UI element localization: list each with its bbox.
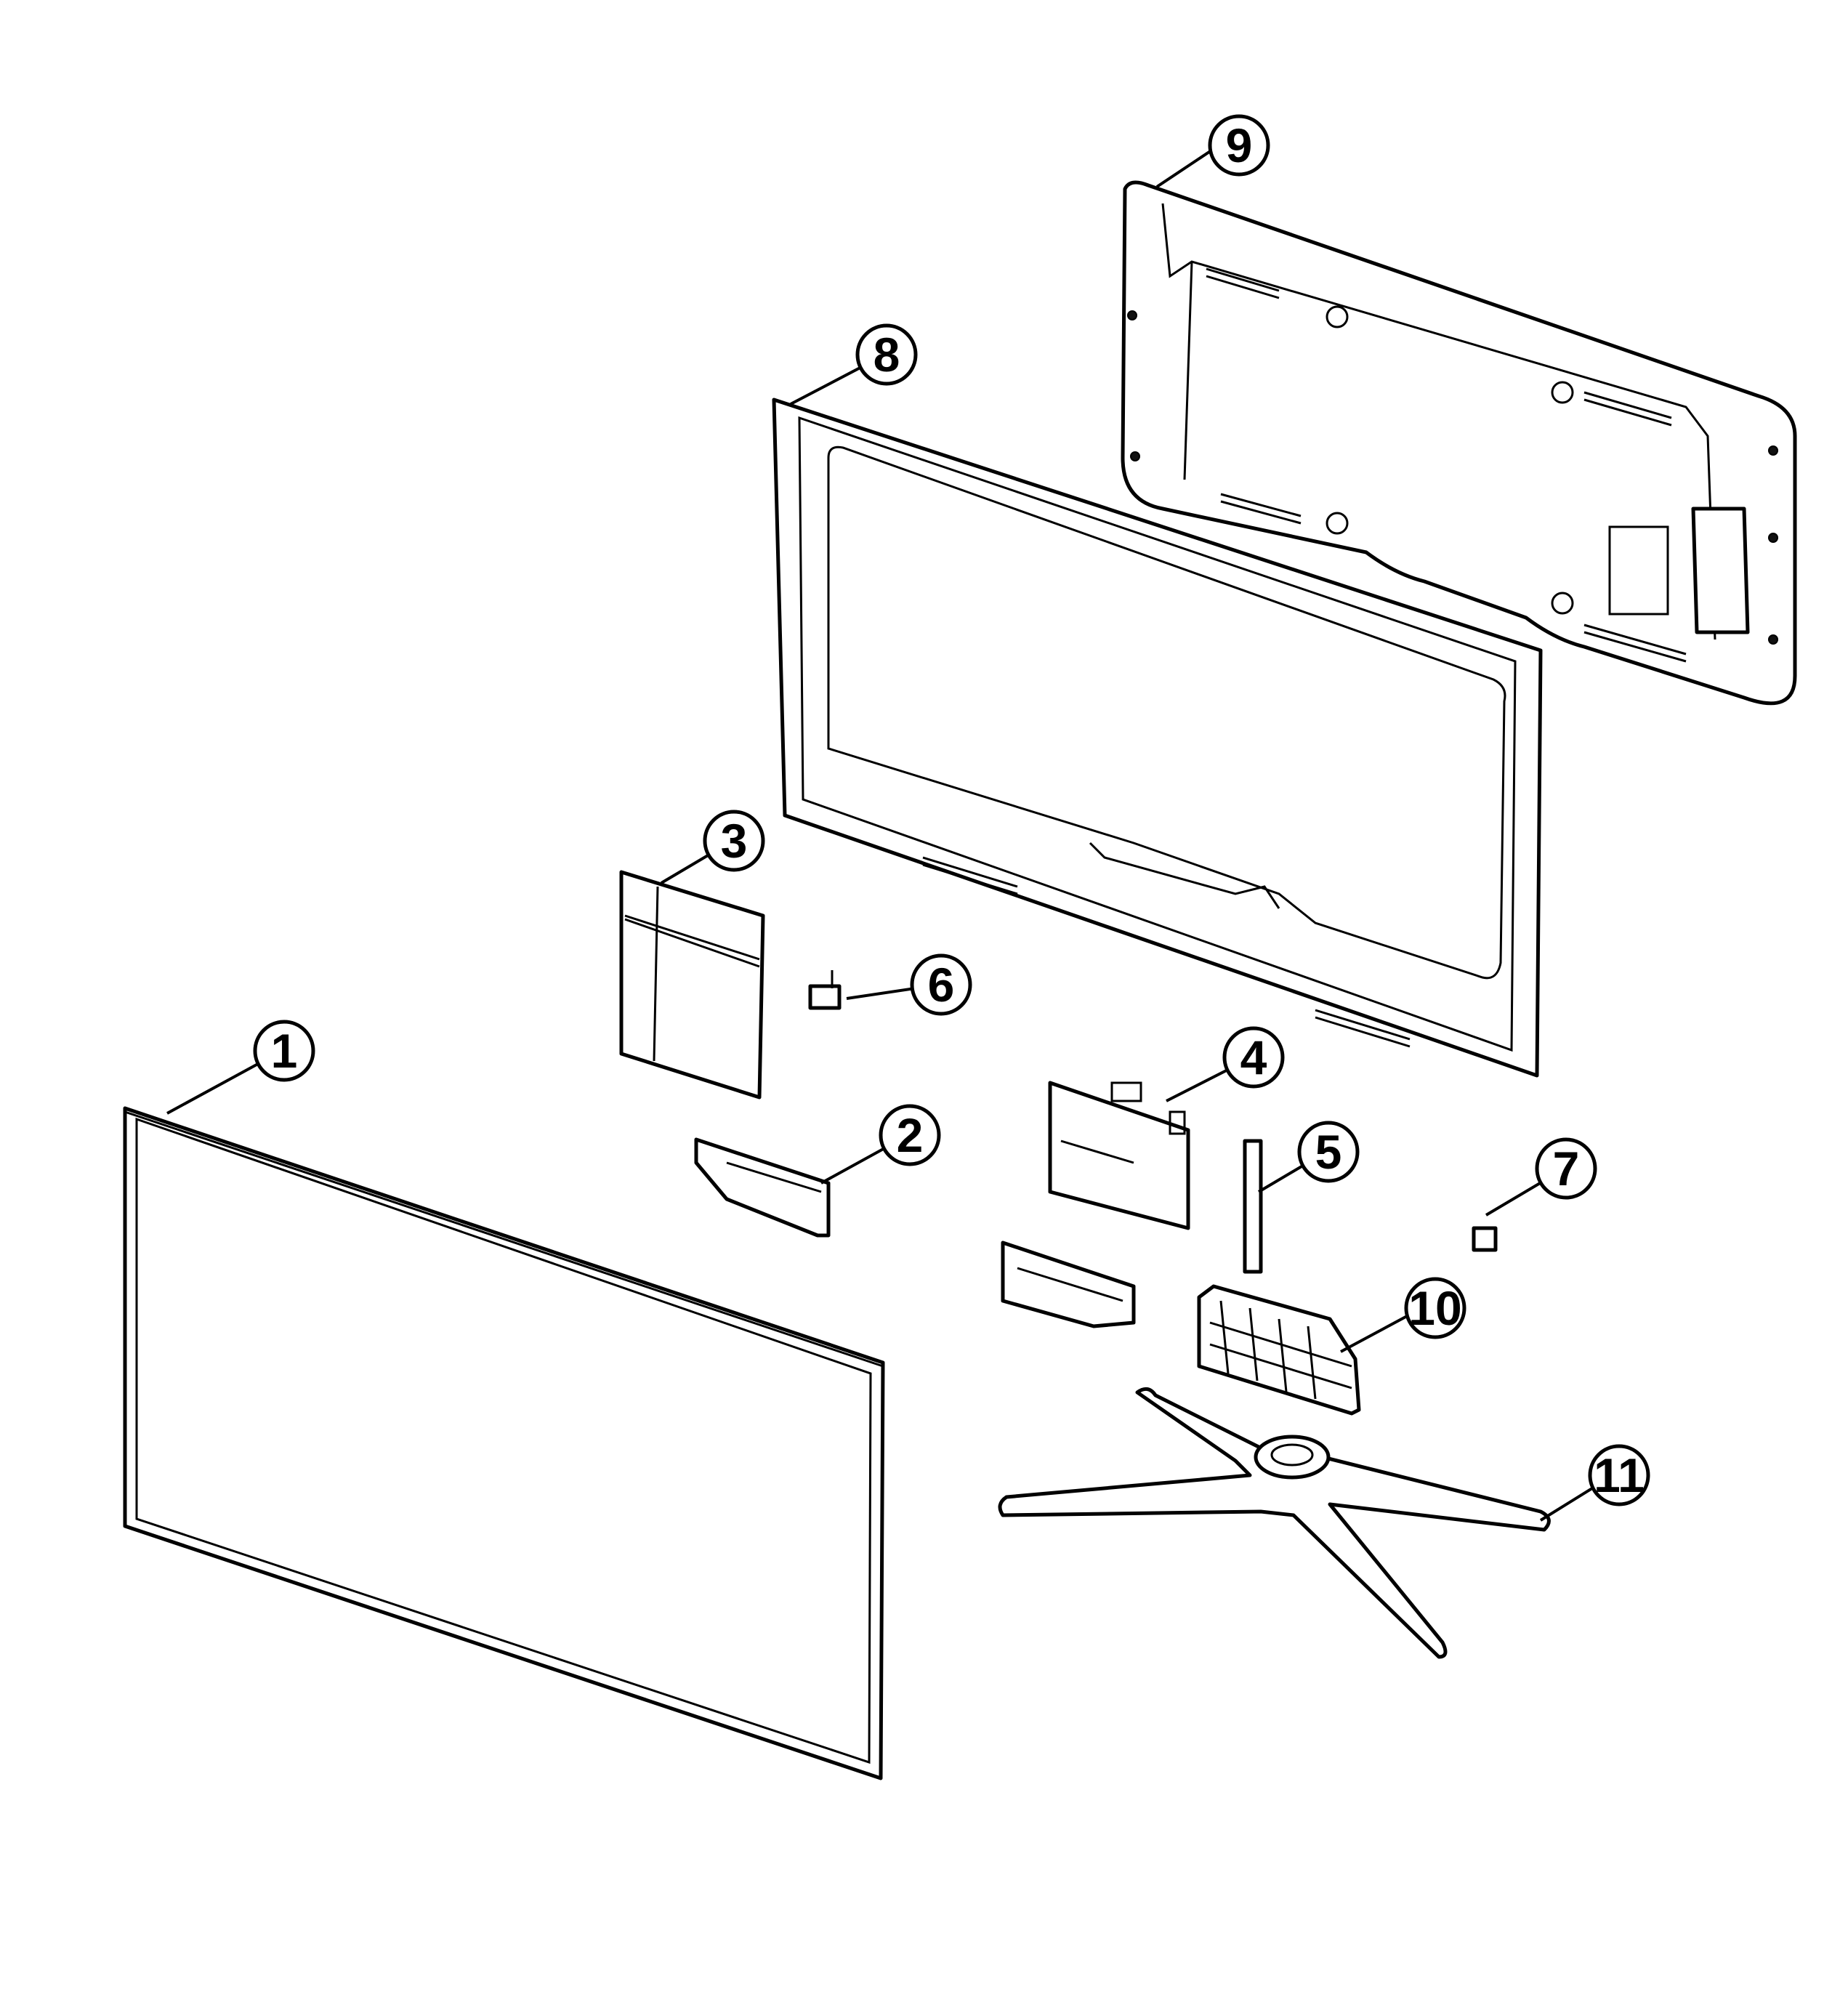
callout-4: 4 xyxy=(1222,1026,1285,1089)
part-bracket-lower xyxy=(1001,1241,1136,1328)
callout-9-label: 9 xyxy=(1226,118,1253,172)
callout-5: 5 xyxy=(1297,1121,1360,1183)
part-5-narrow-board xyxy=(1243,1139,1263,1274)
callout-4-label: 4 xyxy=(1240,1030,1267,1084)
callout-7-label: 7 xyxy=(1553,1142,1580,1195)
part-2-bracket xyxy=(694,1137,831,1238)
callout-11: 11 xyxy=(1588,1444,1650,1506)
part-11-stand-base xyxy=(998,1387,1551,1659)
part-10-stand-neck xyxy=(1197,1284,1361,1416)
part-8-middle-frame xyxy=(772,398,1543,1078)
callout-7: 7 xyxy=(1535,1137,1597,1200)
callout-3-label: 3 xyxy=(721,814,748,868)
part-1-front-panel xyxy=(123,1106,885,1780)
callout-11-label: 11 xyxy=(1594,1448,1645,1502)
part-7-sensor xyxy=(1472,1226,1498,1252)
callout-10: 10 xyxy=(1404,1277,1466,1339)
callout-10-label: 10 xyxy=(1408,1281,1461,1335)
callout-9: 9 xyxy=(1208,114,1270,177)
callout-2: 2 xyxy=(879,1104,941,1166)
callout-6: 6 xyxy=(910,953,972,1016)
part-3-shield-board xyxy=(619,870,765,1100)
callout-5-label: 5 xyxy=(1315,1125,1342,1179)
part-9-rear-cover xyxy=(1121,180,1797,706)
part-6-switch xyxy=(808,970,842,1010)
callout-3: 3 xyxy=(703,810,765,872)
callout-8-label: 8 xyxy=(873,328,900,382)
callout-2-label: 2 xyxy=(897,1108,924,1162)
part-4-main-board xyxy=(1048,1081,1190,1230)
callout-1-label: 1 xyxy=(271,1024,298,1078)
callout-6-label: 6 xyxy=(928,958,955,1012)
callout-1: 1 xyxy=(253,1020,315,1082)
callout-8: 8 xyxy=(855,323,918,386)
